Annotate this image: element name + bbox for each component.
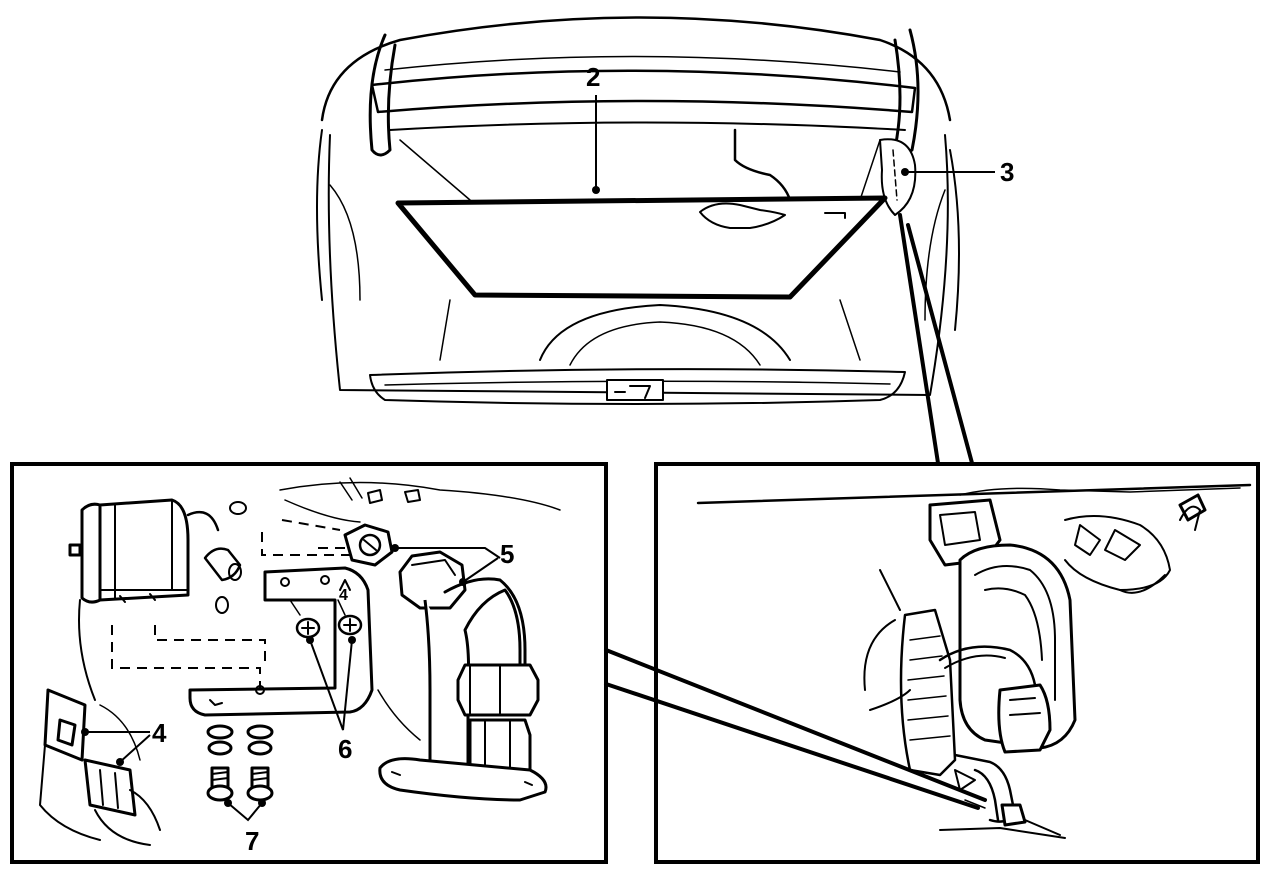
screws-item-6 [289, 599, 363, 639]
callout-3: 3 [1000, 157, 1014, 187]
callout-4-left: 4 [152, 718, 167, 748]
inset-connector-lines [604, 648, 987, 810]
callout-2: 2 [586, 62, 600, 92]
trunk-overview [316, 16, 960, 405]
inset-leader-lines [898, 213, 974, 465]
overview-callouts: 2 3 [586, 62, 1014, 194]
mounting-bracket [188, 566, 374, 717]
inset-callout-leaders [81, 544, 501, 822]
parts-detail-inset: 4 4 5 6 7 [10, 462, 608, 864]
callout-5: 5 [500, 539, 514, 569]
solenoid-unit [68, 498, 247, 614]
connector-plug [39, 599, 161, 846]
callout-6: 6 [338, 734, 352, 764]
callout-7: 7 [245, 826, 259, 856]
callout-4-bracket: 4 [339, 587, 348, 604]
installed-location-inset [654, 462, 1260, 864]
nut-item-5 [343, 523, 394, 567]
